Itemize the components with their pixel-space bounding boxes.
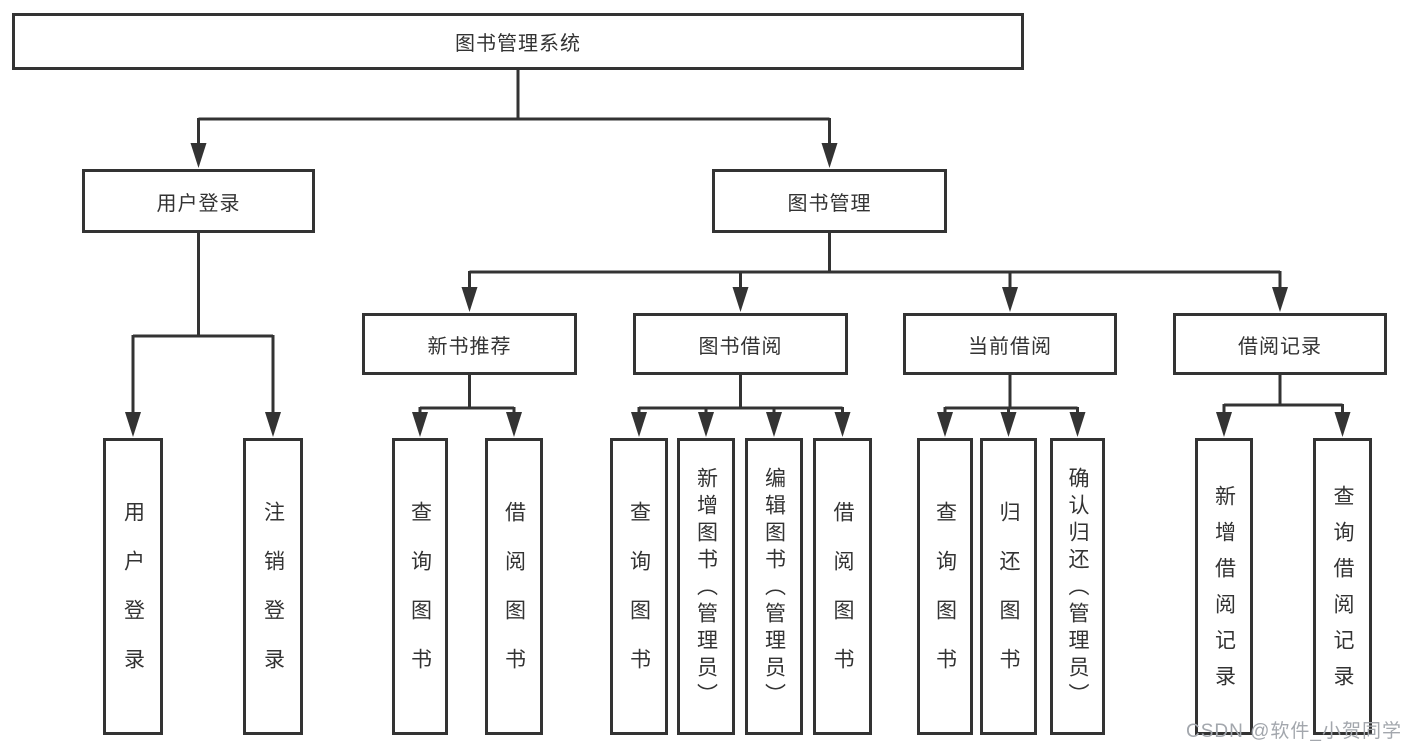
leaf-current-query-books: 查询图书 — [917, 438, 973, 735]
node-borrow-records: 借阅记录 — [1173, 313, 1387, 375]
leaf-borrow-query-books-label: 查询图书 — [627, 500, 651, 697]
leaf-user-login-label: 用户登录 — [121, 500, 145, 697]
leaf-records-add-record: 新增借阅记录 — [1195, 438, 1253, 735]
node-root-label: 图书管理系统 — [455, 33, 581, 55]
leaf-current-return-books: 归还图书 — [980, 438, 1037, 735]
leaf-newbook-query-books-label: 查询图书 — [408, 500, 432, 697]
leaf-records-query-record-label: 查询借阅记录 — [1331, 484, 1354, 701]
node-user-login-label: 用户登录 — [156, 192, 241, 215]
leaf-borrow-borrow-books: 借阅图书 — [813, 438, 872, 735]
leaf-current-return-books-label: 归还图书 — [997, 500, 1020, 697]
leaf-records-add-record-label: 新增借阅记录 — [1212, 484, 1236, 701]
leaf-logout: 注销登录 — [243, 438, 303, 735]
leaf-borrow-borrow-books-label: 借阅图书 — [831, 500, 854, 697]
csdn-watermark: CSDN @软件_小贺同学 — [1186, 721, 1402, 742]
node-root-system: 图书管理系统 — [12, 13, 1024, 70]
leaf-records-query-record: 查询借阅记录 — [1313, 438, 1372, 735]
node-new-book-recommend-label: 新书推荐 — [427, 335, 512, 358]
leaf-borrow-query-books: 查询图书 — [610, 438, 668, 735]
leaf-borrow-edit-books-admin: 编辑图书（管理员） — [745, 438, 803, 735]
leaf-current-confirm-return-admin: 确认归还（管理员） — [1050, 438, 1105, 735]
leaf-current-query-books-label: 查询图书 — [933, 500, 957, 697]
node-book-management-label: 图书管理 — [787, 192, 872, 215]
leaf-newbook-borrow-books-label: 借阅图书 — [502, 500, 526, 697]
node-current-borrow: 当前借阅 — [903, 313, 1117, 375]
leaf-newbook-borrow-books: 借阅图书 — [485, 438, 543, 735]
arrowheads — [125, 143, 1351, 437]
node-book-borrow: 图书借阅 — [633, 313, 848, 375]
node-borrow-records-label: 借阅记录 — [1238, 335, 1322, 358]
leaf-current-confirm-return-admin-label: 确认归还（管理员） — [1066, 467, 1089, 710]
leaf-user-login: 用户登录 — [103, 438, 163, 735]
leaf-logout-label: 注销登录 — [261, 500, 285, 697]
leaf-borrow-add-books-admin-label: 新增图书（管理员） — [694, 467, 718, 710]
leaf-newbook-query-books: 查询图书 — [392, 438, 448, 735]
node-current-borrow-label: 当前借阅 — [968, 335, 1052, 358]
leaf-borrow-add-books-admin: 新增图书（管理员） — [677, 438, 735, 735]
node-book-management: 图书管理 — [712, 169, 947, 233]
node-user-login: 用户登录 — [82, 169, 315, 233]
node-book-borrow-label: 图书借阅 — [698, 335, 783, 358]
leaf-borrow-edit-books-admin-label: 编辑图书（管理员） — [762, 467, 786, 710]
node-new-book-recommend: 新书推荐 — [362, 313, 577, 375]
